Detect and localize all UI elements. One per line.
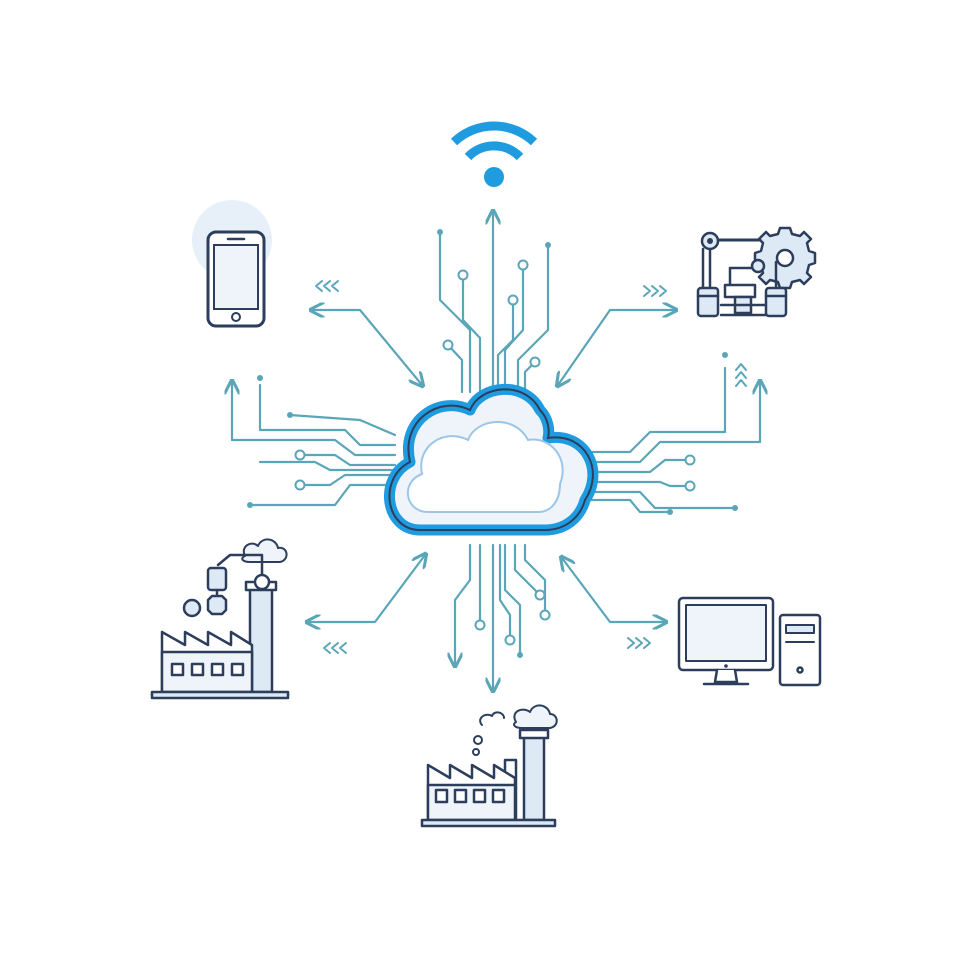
node-dot xyxy=(534,589,546,601)
trace-top-6 xyxy=(516,243,550,394)
node-dot xyxy=(507,294,519,306)
trace-end-dots xyxy=(247,229,738,658)
cloud-icon xyxy=(384,383,599,536)
node-dot xyxy=(684,454,696,466)
trace-bottom-4 xyxy=(523,543,547,617)
chevrons-left-top xyxy=(315,280,339,292)
node-dot xyxy=(504,634,516,646)
end-dot xyxy=(545,242,551,248)
node-dot xyxy=(529,356,541,368)
node-dot xyxy=(442,339,454,351)
end-dot xyxy=(247,502,253,508)
arrow-to-robotic-arm xyxy=(558,310,675,385)
trace-right-3 xyxy=(590,458,692,474)
end-dot xyxy=(722,352,728,358)
chevrons-right-bottom xyxy=(627,637,651,649)
robotic-arm-icon xyxy=(696,226,817,318)
trace-right-4 xyxy=(590,480,692,488)
end-dot xyxy=(257,375,263,381)
trace-bottom-5 xyxy=(498,543,512,642)
trace-left-7 xyxy=(258,460,397,472)
trace-top-2 xyxy=(461,273,482,394)
factory-with-robot-arm-icon xyxy=(150,538,290,700)
trace-right-1 xyxy=(590,366,727,454)
chevrons-left-bottom xyxy=(323,642,347,654)
circuit-traces xyxy=(232,212,760,690)
wifi-icon xyxy=(450,121,538,187)
chevrons-right-top xyxy=(643,285,667,297)
node-dot xyxy=(457,269,469,281)
trace-top-5 xyxy=(496,298,515,394)
factory-icon xyxy=(420,704,558,828)
trace-left-2 xyxy=(232,382,397,457)
node-dot xyxy=(294,479,306,491)
trace-left-5 xyxy=(248,483,397,507)
desktop-computer-icon xyxy=(677,596,822,687)
end-dot xyxy=(667,509,673,515)
trace-right-5 xyxy=(590,490,737,510)
smartphone-icon xyxy=(192,200,272,328)
trace-top-1 xyxy=(438,230,472,394)
node-dot xyxy=(517,259,529,271)
arrow-to-smartphone xyxy=(312,310,422,385)
end-dot xyxy=(732,505,738,511)
trace-right-2 xyxy=(590,382,760,464)
circuit-nodes xyxy=(294,259,696,646)
trace-bottom-3 xyxy=(513,543,542,597)
trace-left-1 xyxy=(258,383,397,447)
end-dot xyxy=(287,412,293,418)
trace-top-3 xyxy=(446,343,464,394)
trace-left-4 xyxy=(298,473,397,487)
chevron-markers xyxy=(315,280,747,654)
node-dot xyxy=(539,609,551,621)
trace-bottom-arrow-left xyxy=(455,543,472,665)
trace-left-6 xyxy=(288,413,397,437)
node-dot xyxy=(294,449,306,461)
node-dot xyxy=(474,619,486,631)
arrow-to-desktop xyxy=(562,558,665,622)
end-dot xyxy=(437,229,443,235)
trace-bottom-2 xyxy=(503,543,522,657)
trace-right-6 xyxy=(590,498,672,514)
trace-left-3 xyxy=(298,453,397,467)
chevrons-up-right xyxy=(735,363,747,387)
arrow-to-factory-robot xyxy=(308,555,425,622)
end-dot xyxy=(517,652,523,658)
node-dot xyxy=(684,480,696,492)
